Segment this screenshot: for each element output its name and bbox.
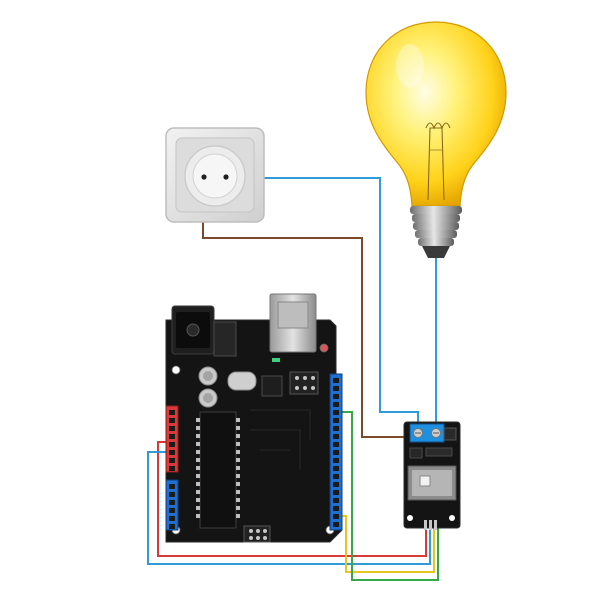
analog-header xyxy=(165,479,179,531)
filament xyxy=(425,122,451,201)
digital-header xyxy=(329,373,343,531)
wire-gnd xyxy=(147,451,431,565)
wire-vcc xyxy=(157,441,427,557)
relay-triac-heatsink xyxy=(407,465,457,501)
voltage-regulator xyxy=(213,321,237,357)
wire-socket-to-relay xyxy=(230,177,419,428)
relay-screw-terminal xyxy=(409,423,445,443)
relay-pins xyxy=(424,520,437,530)
capacitors xyxy=(198,366,218,408)
status-led xyxy=(272,358,280,362)
icsp-header-bottom xyxy=(243,525,271,543)
relay-module xyxy=(403,421,461,530)
socket-hole-left xyxy=(201,174,207,180)
power-jack xyxy=(171,305,215,355)
usb-port xyxy=(269,293,317,353)
wire-signal-green xyxy=(333,411,439,581)
power-header xyxy=(165,405,179,473)
crystal-oscillator xyxy=(227,371,257,391)
icsp-header-top xyxy=(289,371,319,395)
light-bulb xyxy=(365,21,507,258)
atmega-chip xyxy=(196,411,240,529)
socket-hole-right xyxy=(223,174,229,180)
bulb-base xyxy=(410,206,462,258)
usb-controller-chip xyxy=(261,375,283,397)
arduino-uno-board xyxy=(165,293,343,543)
wall-socket xyxy=(165,127,265,223)
